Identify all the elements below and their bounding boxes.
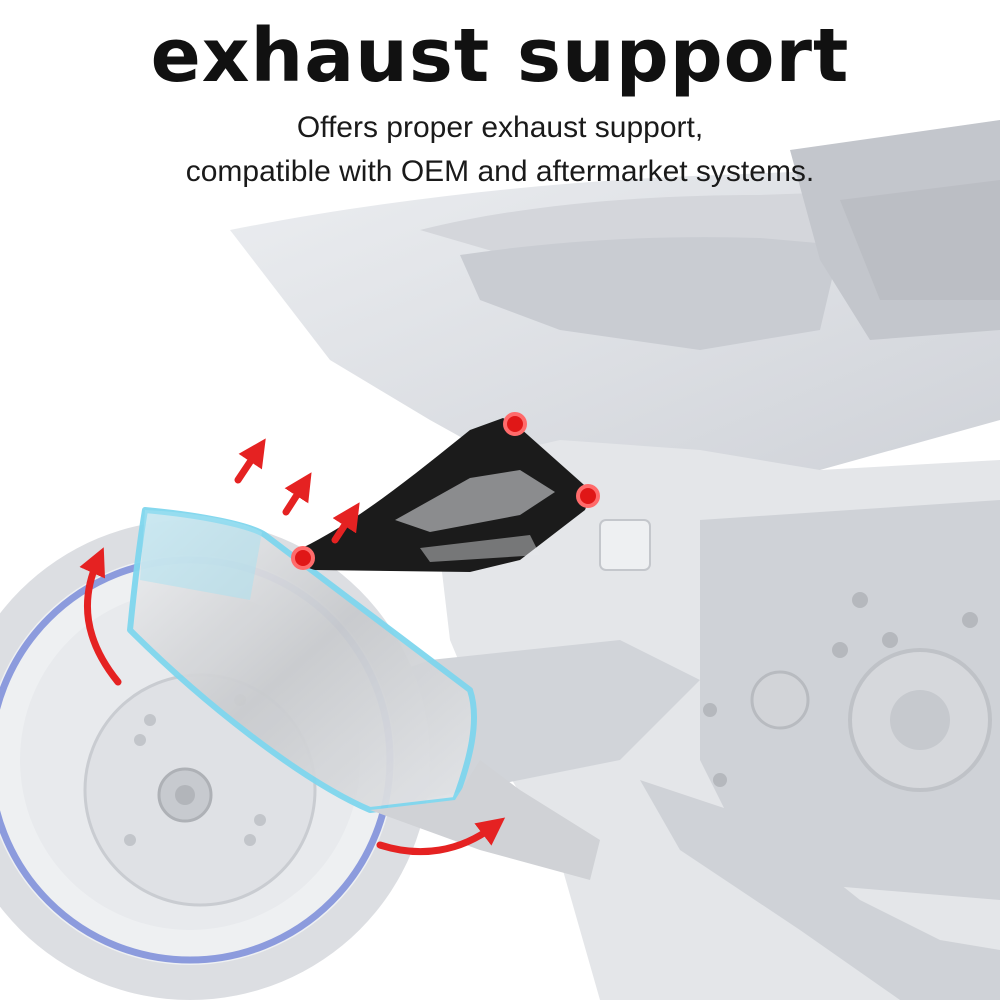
- tail-section: [230, 120, 1000, 480]
- red-arrow-icon: [79, 547, 122, 686]
- red-arrow-icon: [282, 472, 312, 516]
- mount-point-icon: [291, 546, 315, 570]
- page-title: exhaust support: [150, 13, 850, 99]
- red-arrow-icon: [234, 438, 266, 484]
- exhaust-bracket: [298, 418, 592, 572]
- red-arrow-icon: [376, 817, 506, 856]
- red-arrows: [79, 438, 506, 856]
- mount-points: [291, 412, 600, 570]
- mount-point-icon: [503, 412, 527, 436]
- description-line-1: Offers proper exhaust support,: [296, 111, 704, 144]
- mount-point-icon: [576, 484, 600, 508]
- red-arrow-icon: [331, 502, 360, 544]
- description-line-2: compatible with OEM and aftermarket syst…: [185, 155, 815, 188]
